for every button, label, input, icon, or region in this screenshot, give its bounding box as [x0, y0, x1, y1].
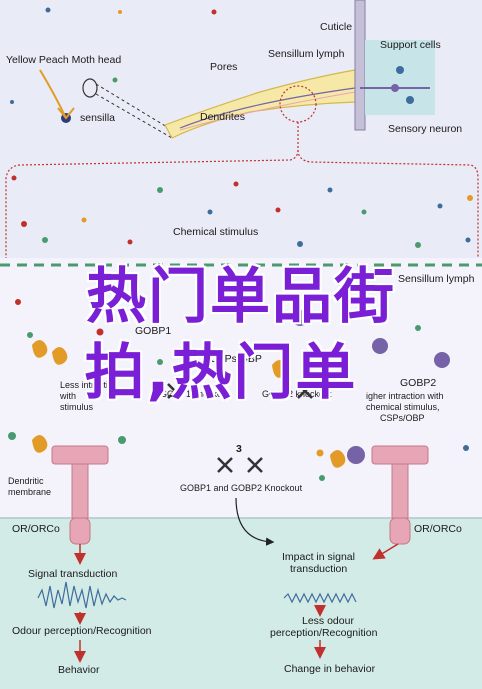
- pores-label: Pores: [210, 61, 237, 73]
- bottom-sensillum-lymph-label: Sensillum lymph: [398, 273, 475, 285]
- gobp1-knockout-label: GOBP1 knockout: [160, 389, 230, 399]
- gobp1-gobp2-knockout-label: GOBP1 and GOBP2 Knockout: [180, 483, 303, 493]
- support-cell-nucleus-2: [406, 96, 414, 104]
- step-3-label: 3: [236, 443, 242, 455]
- or-orco-right-label: OR/ORCo: [414, 523, 462, 535]
- zoom-outline-right: [297, 149, 479, 258]
- or-orco-receptor-left: [51, 445, 109, 545]
- zoom-line-1: [95, 83, 173, 131]
- signal-wave-left: [37, 581, 127, 609]
- gobp2-label: GOBP2: [400, 377, 436, 389]
- overlay-text-line2: 拍,热门单: [84, 338, 358, 408]
- odorant-binding-proteins: [8, 299, 469, 481]
- less-interaction-line3: stimulus: [60, 402, 94, 412]
- zoom-outline-left: [5, 122, 299, 258]
- chemical-stimulus-particles: [10, 7, 473, 248]
- support-cells-area: [365, 40, 435, 115]
- csps-obp-label: CSPs/OBP: [210, 353, 262, 365]
- support-cells-label: Support cells: [380, 39, 441, 51]
- gobp2-desc-line1: igher intraction with: [366, 391, 444, 401]
- or-orco-receptor-right: [371, 445, 429, 545]
- sensillum-lymph-label: Sensillum lymph: [268, 48, 345, 60]
- overlay-text-line1: 热门单品街: [86, 262, 396, 332]
- sensilla-label: sensilla: [80, 112, 115, 124]
- signal-wave-right: [283, 592, 357, 604]
- less-interaction-line2: with: [59, 391, 76, 401]
- knockout-x-marks: [167, 383, 313, 473]
- less-odour-line1: Less odour: [302, 615, 354, 627]
- change-behavior-label: Change in behavior: [284, 663, 376, 675]
- impact-line2: transduction: [290, 563, 347, 575]
- dendrites-label: Dendrites: [200, 111, 245, 123]
- support-cell-nucleus: [396, 66, 404, 74]
- dendrite-line-2: [179, 91, 356, 131]
- gobp2-desc-line3: CSPs/OBP: [380, 413, 425, 423]
- impact-line1: Impact in signal: [282, 551, 355, 563]
- odour-perception-label: Odour perception/Recognition: [12, 625, 152, 637]
- cuticle-label: Cuticle: [320, 21, 352, 33]
- arrow-right-to-impact: [372, 543, 399, 560]
- dendrite-line: [179, 87, 356, 129]
- less-odour-line2: perception/Recognition: [270, 627, 378, 639]
- gobp2-desc-line2: chemical stimulus,: [366, 402, 440, 412]
- zoom-circle-small: [82, 78, 98, 98]
- moth-antenna-line: [39, 69, 67, 119]
- chemical-stimulus-label: Chemical stimulus: [173, 226, 258, 238]
- less-interaction-line1: Less intraction: [60, 380, 118, 390]
- arrow-to-impact: [235, 497, 275, 546]
- dendritic-membrane-line1: Dendritic: [8, 476, 44, 486]
- behavior-label: Behavior: [58, 664, 100, 676]
- neuron-soma: [391, 84, 399, 92]
- gobp2-knockout-label: GOBP2 knockout: [262, 389, 332, 399]
- gobp1-label: GOBP1: [135, 325, 171, 337]
- or-orco-left-label: OR/ORCo: [12, 523, 60, 535]
- dendritic-membrane-line2: membrane: [8, 487, 51, 497]
- signal-transduction-label: Signal transduction: [28, 568, 117, 580]
- zoom-line-2: [95, 93, 173, 139]
- sensory-neuron-label: Sensory neuron: [388, 123, 462, 135]
- cuticle-wall: [354, 0, 366, 131]
- moth-head-label: Yellow Peach Moth head: [6, 54, 121, 66]
